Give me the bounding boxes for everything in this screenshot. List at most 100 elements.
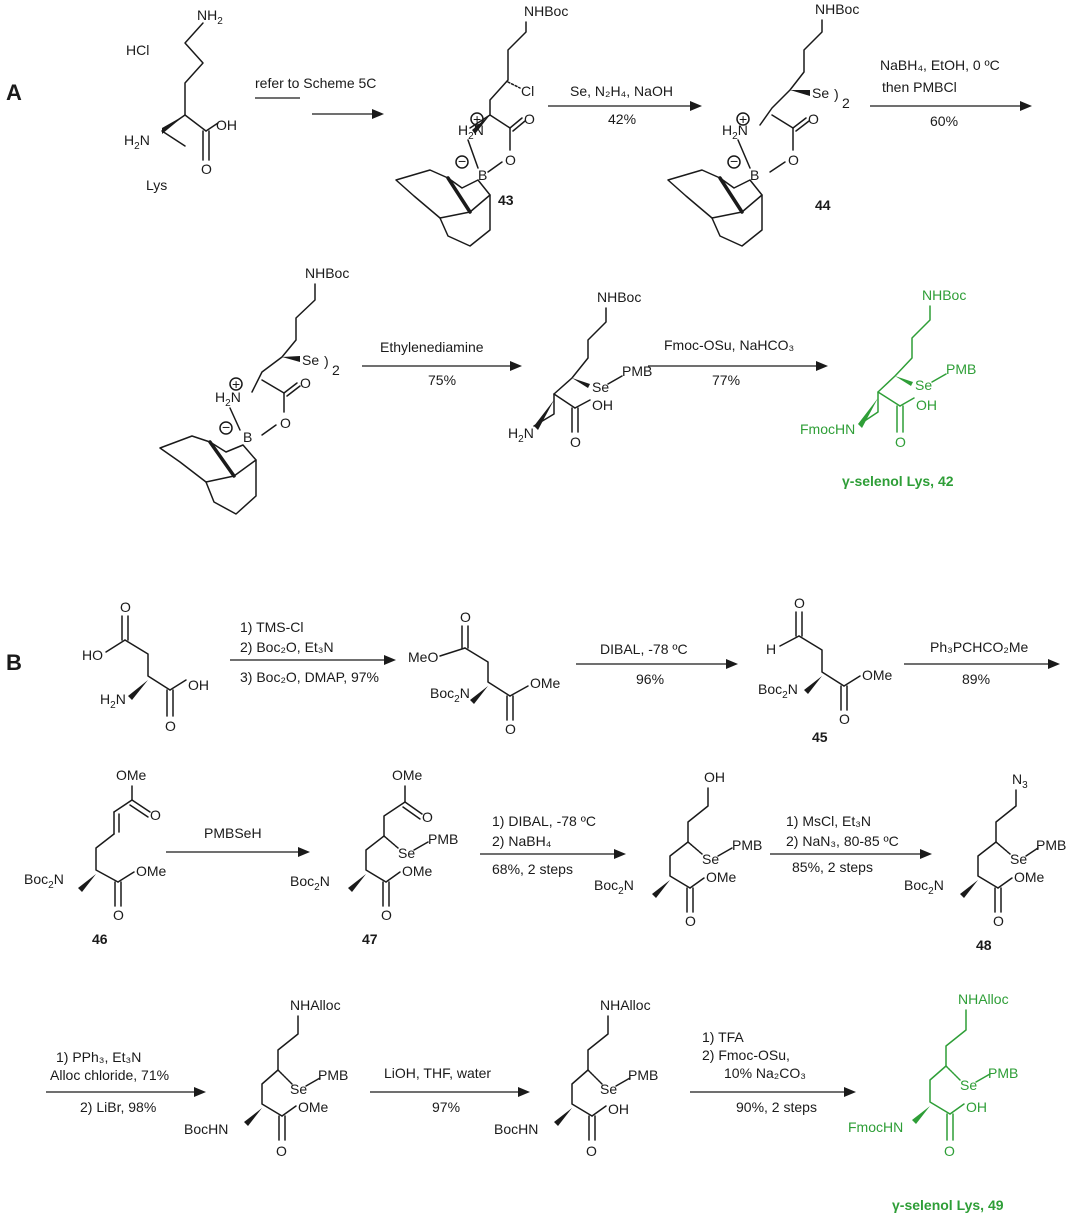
atom-label: Boc2N: [594, 877, 634, 897]
chain-bonds: [977, 789, 1017, 889]
reaction-condition: 2) Fmoc-OSu,: [702, 1047, 790, 1063]
compound-48: N3 Se PMB Boc2N OMe O 48: [904, 771, 1066, 953]
arrow-head: [1020, 101, 1032, 111]
carboxyl-bond: [771, 114, 794, 129]
reaction-condition: 90%, 2 steps: [736, 1099, 817, 1115]
reaction-condition: Se, N₂H₄, NaOH: [570, 83, 673, 99]
reaction-arrow-a3: NaBH₄, EtOH, 0 ºC then PMBCl 60%: [870, 57, 1032, 129]
reaction-arrow-b3: Ph₃PCHCO₂Me 89%: [904, 639, 1060, 687]
ome-bond: [689, 877, 705, 889]
arrow-head: [816, 361, 828, 371]
charge-minus: −: [458, 153, 466, 169]
compound-44: NHBoc Se ) 2 H2N + O O B − 44: [667, 1, 859, 247]
atom-label: NH2: [197, 7, 223, 27]
atom-label: OMe: [862, 667, 893, 683]
atom-label: NHAlloc: [958, 991, 1009, 1007]
panel-a-label: A: [6, 80, 22, 105]
atom-label: OH: [592, 397, 613, 413]
compound-number: 47: [362, 931, 378, 947]
reaction-condition: Ph₃PCHCO₂Me: [930, 639, 1028, 655]
stereo-wedge: [470, 686, 488, 704]
atom-label: Se: [915, 377, 932, 393]
charge-circle: [727, 155, 741, 169]
atom-label: O: [570, 434, 581, 450]
lysine-structure: HCl NH2 OH O H2N Lys: [124, 7, 237, 193]
ome-bond: [997, 877, 1013, 889]
compound-name: Lys: [146, 177, 167, 193]
stereo-wedge: [554, 1108, 572, 1126]
carboxyl-bond: [553, 393, 576, 409]
oh-bond: [591, 1105, 607, 1117]
atom-label: Se: [600, 1081, 617, 1097]
atom-label: Se: [592, 379, 609, 395]
stereo-wedge: [895, 376, 913, 386]
atom-label: H2N: [215, 389, 241, 409]
chain-bonds: [365, 801, 406, 883]
atom-label: O: [422, 809, 433, 825]
ob-bond: [261, 424, 277, 436]
atom-label: O: [300, 375, 311, 391]
compound-number: 46: [92, 931, 108, 947]
reaction-condition: 1) PPh₃, Et₃N: [56, 1049, 141, 1065]
atom-label: OMe: [392, 767, 423, 783]
atom-label: PMB: [1036, 837, 1066, 853]
stereo-wedge: [348, 874, 366, 892]
atom-label: Se: [290, 1081, 307, 1097]
atom-label: H2N: [722, 122, 748, 142]
compound-47: OMe O Se PMB Boc2N OMe O 47: [290, 767, 458, 947]
atom-label: OH: [216, 117, 237, 133]
bicycle-bonds: [711, 194, 763, 247]
atom-label: H2N: [508, 425, 534, 445]
reaction-condition: Ethylenediamine: [380, 339, 484, 355]
atom-label: PMB: [622, 363, 652, 379]
atom-label: HCl: [126, 42, 149, 58]
reaction-arrow-a1: refer to Scheme 5C: [255, 75, 384, 119]
reaction-condition: 89%: [962, 671, 990, 687]
atom-label: H2N: [100, 691, 126, 711]
atom-label: OH: [188, 677, 209, 693]
atom-label: O: [150, 807, 161, 823]
stereo-wedge: [128, 680, 148, 700]
reaction-condition: 2) NaN₃, 80-85 ºC: [786, 833, 899, 849]
se-pmb-bond: [717, 847, 733, 857]
arrow-head: [372, 109, 384, 119]
carboxyl-bond: [877, 391, 901, 407]
ob-bond: [487, 161, 503, 173]
bicycle-bold-bond: [446, 176, 472, 214]
reaction-condition: 2) Boc₂O, Et₃N: [240, 639, 334, 655]
charge-plus: +: [232, 376, 240, 392]
wavy-bond: [995, 841, 1011, 855]
h-bond: [779, 635, 800, 647]
ho-bond: [105, 639, 126, 653]
reaction-condition: Fmoc-OSu, NaHCO₃: [664, 337, 794, 353]
atom-label: Se: [1010, 851, 1027, 867]
charge-minus: −: [222, 419, 230, 435]
atom-label: O: [505, 152, 516, 168]
bicycle-bonds: [667, 169, 763, 219]
atom-label: B: [750, 167, 759, 183]
atom-label: OH: [916, 397, 937, 413]
alcohol-intermediate: OH Se PMB Boc2N OMe O: [594, 769, 762, 929]
atom-label: O: [788, 152, 799, 168]
reaction-condition: then PMBCl: [882, 79, 957, 95]
atom-label: OH: [966, 1099, 987, 1115]
chain-bonds: [798, 635, 845, 687]
compound-number: 43: [498, 192, 514, 208]
carbonyl-bond: [286, 385, 301, 397]
charge-circle: [455, 155, 469, 169]
atom-label: O: [381, 907, 392, 923]
oh-bond: [169, 679, 187, 691]
stereo-wedge: [912, 1106, 930, 1124]
atom-label: OMe: [402, 863, 433, 879]
reaction-arrow-b7: 1) PPh₃, Et₃N Alloc chloride, 71% 2) LiB…: [46, 1049, 206, 1115]
reaction-arrow-b1: 1) TMS-Cl 2) Boc₂O, Et₃N 3) Boc₂O, DMAP,…: [230, 619, 396, 685]
atom-label: Boc2N: [290, 873, 330, 893]
reaction-condition: 2) NaBH₄: [492, 833, 552, 849]
wavy-bond: [587, 1069, 603, 1085]
reaction-arrow-a2: Se, N₂H₄, NaOH 42%: [548, 83, 702, 127]
nb-bond: [467, 139, 479, 169]
reaction-condition: 1) TFA: [702, 1029, 744, 1045]
atom-label: HO: [82, 647, 103, 663]
atom-label: Boc2N: [758, 681, 798, 701]
atom-label: O: [276, 1143, 287, 1159]
